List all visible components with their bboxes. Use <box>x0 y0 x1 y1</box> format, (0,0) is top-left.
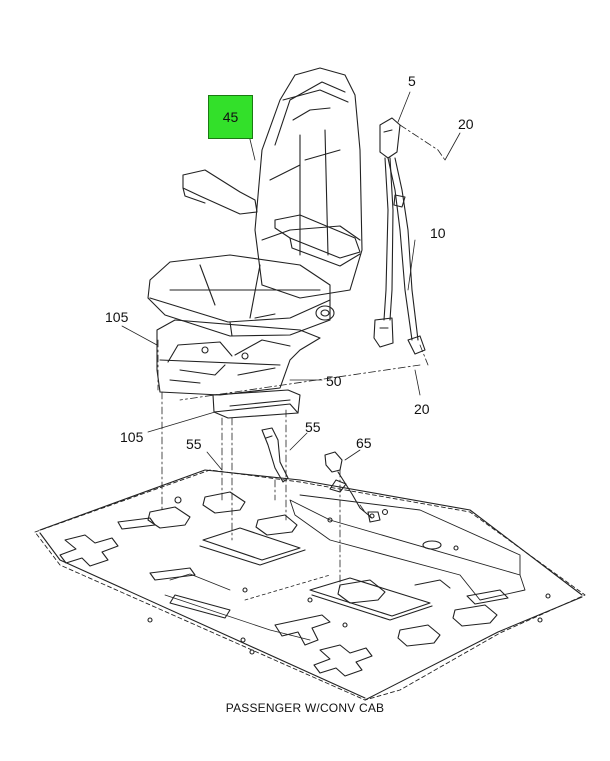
callout-65[interactable]: 65 <box>356 435 372 451</box>
callout-105-top[interactable]: 105 <box>105 309 129 325</box>
callout-55-left[interactable]: 55 <box>186 436 202 452</box>
callout-10[interactable]: 10 <box>430 225 446 241</box>
centerlines <box>157 124 446 591</box>
callout-50[interactable]: 50 <box>326 373 342 389</box>
diagram-caption: PASSENGER W/CONV CAB <box>225 701 385 715</box>
callout-105-bottom[interactable]: 105 <box>120 429 144 445</box>
callout-45-label: 45 <box>222 109 239 125</box>
cab-floor <box>34 469 586 701</box>
callout-5[interactable]: 5 <box>408 73 416 89</box>
seat-assembly <box>147 67 363 419</box>
callout-55-right[interactable]: 55 <box>305 419 321 435</box>
callout-20-top[interactable]: 20 <box>458 116 474 132</box>
callout-45-highlight[interactable]: 45 <box>208 95 253 139</box>
leader-lines <box>121 91 461 471</box>
callout-20-bottom[interactable]: 20 <box>414 401 430 417</box>
bracket-part-55 <box>261 427 289 483</box>
seat-belt-assembly <box>373 117 426 355</box>
latch-part-65 <box>324 451 381 523</box>
